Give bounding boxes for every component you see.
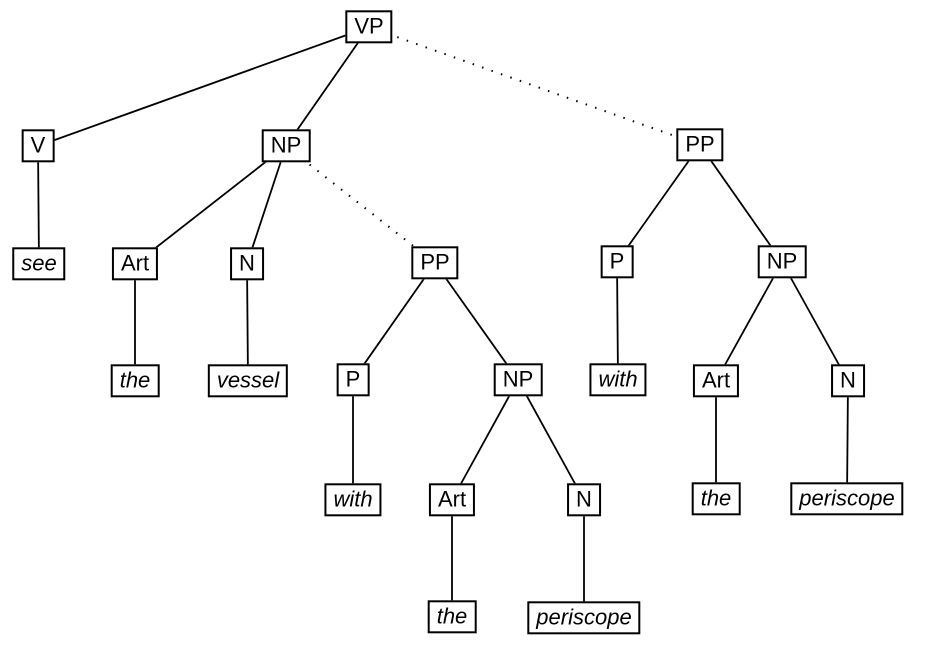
edge-pp-mid-p-mid (352, 262, 436, 381)
node-periscope-right: periscope (790, 482, 904, 516)
edge-np-mid-n-mid (517, 379, 585, 501)
node-art-right: Art (692, 364, 740, 398)
node-v: V (21, 129, 55, 163)
node-with-right: with (589, 363, 647, 397)
node-np-right: NP (757, 245, 807, 279)
node-the-mid: the (427, 600, 477, 634)
edge-p-right-with-right (616, 261, 619, 381)
node-the-obj: the (110, 364, 160, 398)
edge-n-obj-vessel (246, 263, 249, 382)
node-see: see (12, 247, 66, 281)
node-np-mid: NP (493, 363, 543, 397)
node-vp: VP (345, 10, 393, 44)
node-vessel: vessel (207, 364, 289, 398)
node-art-obj: Art (111, 247, 159, 281)
edge-pp-right-p-right (616, 144, 701, 263)
edge-np-obj-art-obj (134, 145, 287, 265)
edge-pp-right-np-right (699, 144, 783, 263)
node-the-right: the (691, 482, 741, 516)
node-n-right: N (831, 364, 865, 398)
edge-np-obj-n-obj (246, 145, 287, 265)
node-np-obj: NP (261, 129, 311, 163)
edge-np-right-art-right (715, 261, 783, 382)
edge-vp-v (37, 26, 370, 147)
node-with-mid: with (324, 483, 382, 517)
edge-vp-np-obj (285, 26, 370, 147)
edge-n-right-periscope-right (846, 380, 849, 500)
edge-np-mid-art-mid (451, 379, 519, 501)
node-art-mid: Art (428, 483, 476, 517)
node-p-mid: P (336, 363, 370, 397)
node-periscope-mid: periscope (527, 601, 641, 635)
node-pp-mid: PP (411, 246, 459, 280)
edge-v-see (37, 145, 40, 265)
edge-vp-pp-right-dotted (368, 26, 701, 146)
node-pp-right: PP (676, 128, 724, 162)
node-p-right: P (600, 245, 634, 279)
node-n-obj: N (230, 247, 264, 281)
edge-pp-mid-np-mid (434, 262, 519, 381)
node-n-mid: N (567, 483, 601, 517)
edge-np-right-n-right (781, 261, 849, 382)
